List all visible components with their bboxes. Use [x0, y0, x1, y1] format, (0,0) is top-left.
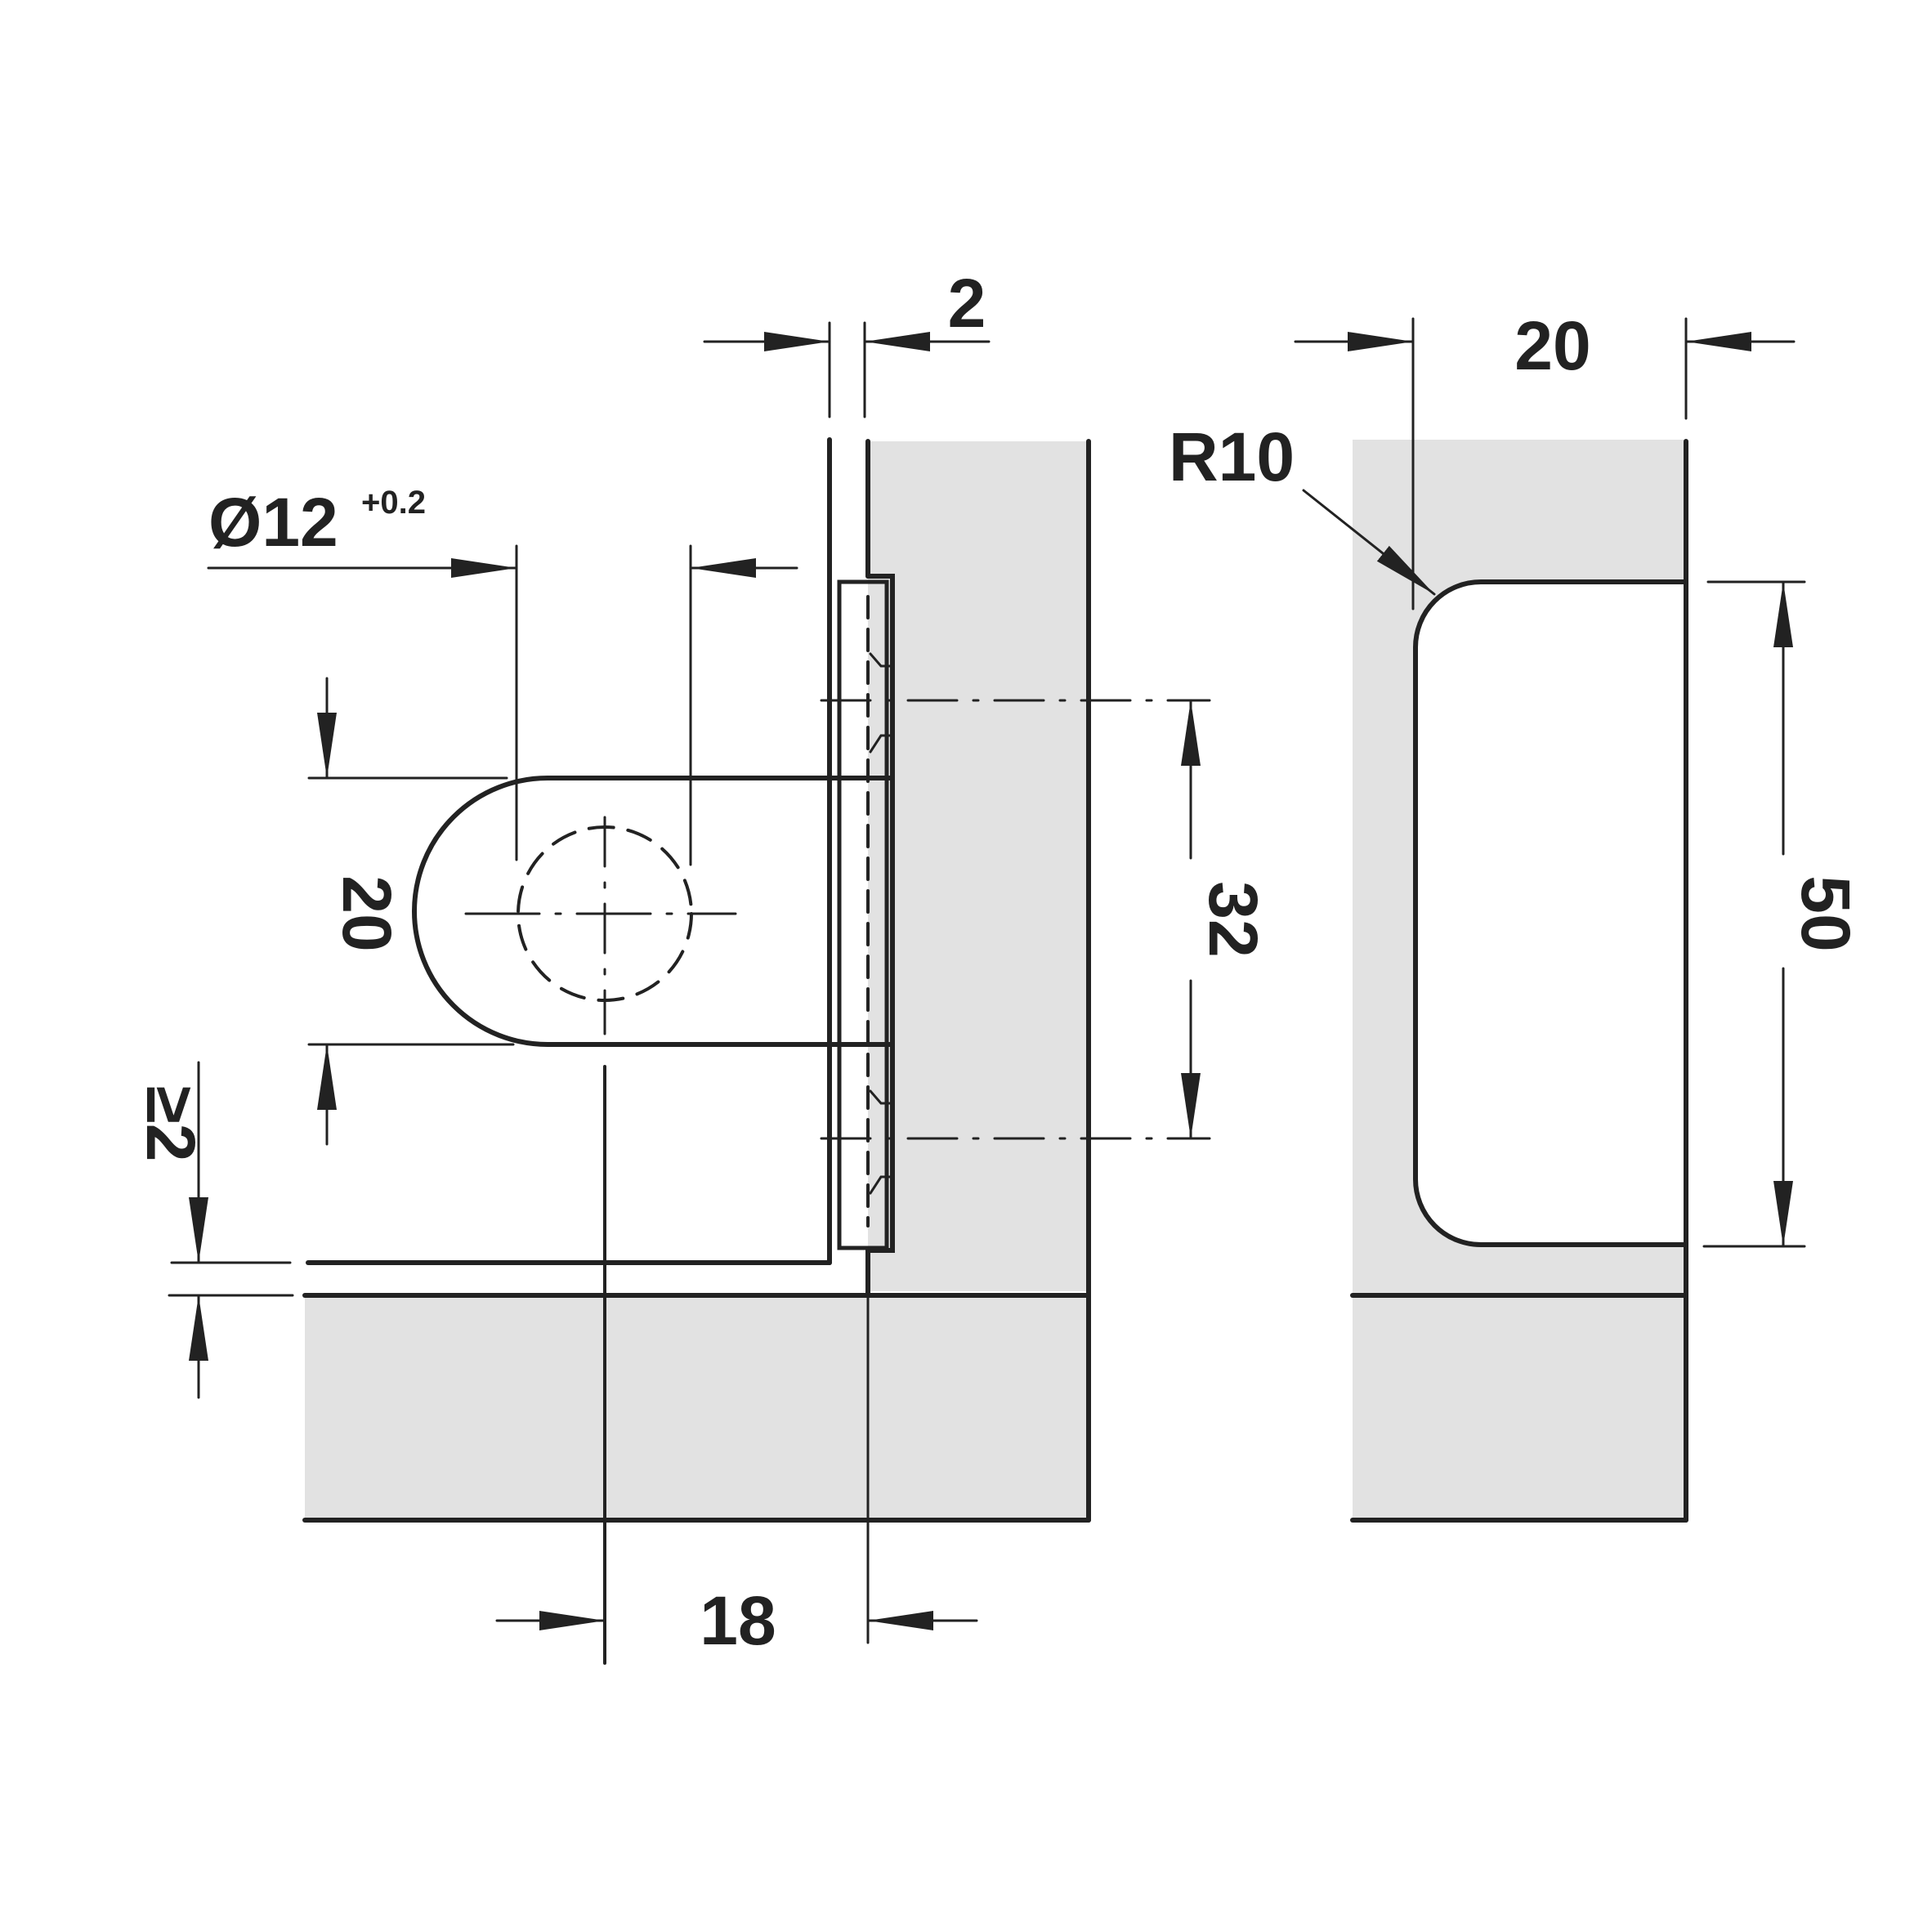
- side-view: [168, 321, 1211, 1665]
- screw-thread-top-2: [869, 734, 894, 754]
- dim-label-hole-diameter: Ø12: [208, 484, 338, 561]
- dim-label-tab-height: 20: [329, 875, 405, 951]
- slot-cutout: [1413, 579, 1688, 1247]
- side-panel-fill: [868, 441, 1089, 1291]
- dim-label-min-gap: ≥2: [132, 1086, 209, 1162]
- screw-thread-bottom: [869, 1089, 894, 1105]
- screw-thread-top: [869, 652, 894, 668]
- dim-label-hole-tolerance: +0.2: [361, 485, 426, 521]
- bottom-panel-fill: [305, 1295, 1089, 1520]
- dim-label-wall-thickness: 2: [948, 265, 986, 342]
- dim-label-slot-width: 20: [1514, 307, 1590, 384]
- panel-left-wall-step: [865, 574, 895, 1298]
- dim-label-corner-radius: R10: [1169, 418, 1295, 495]
- dim-label-hole-diameter-value: Ø12: [208, 484, 338, 561]
- support-tab: [412, 776, 895, 1047]
- dim-label-hole-spacing: 32: [1195, 881, 1272, 957]
- dim-label-slot-height: 50: [1787, 875, 1864, 951]
- dim-label-edge-offset: 18: [700, 1582, 776, 1659]
- front-view: [1294, 317, 1806, 1523]
- dim-radius-leader: [1302, 489, 1436, 596]
- screw-thread-bottom-2: [869, 1175, 894, 1195]
